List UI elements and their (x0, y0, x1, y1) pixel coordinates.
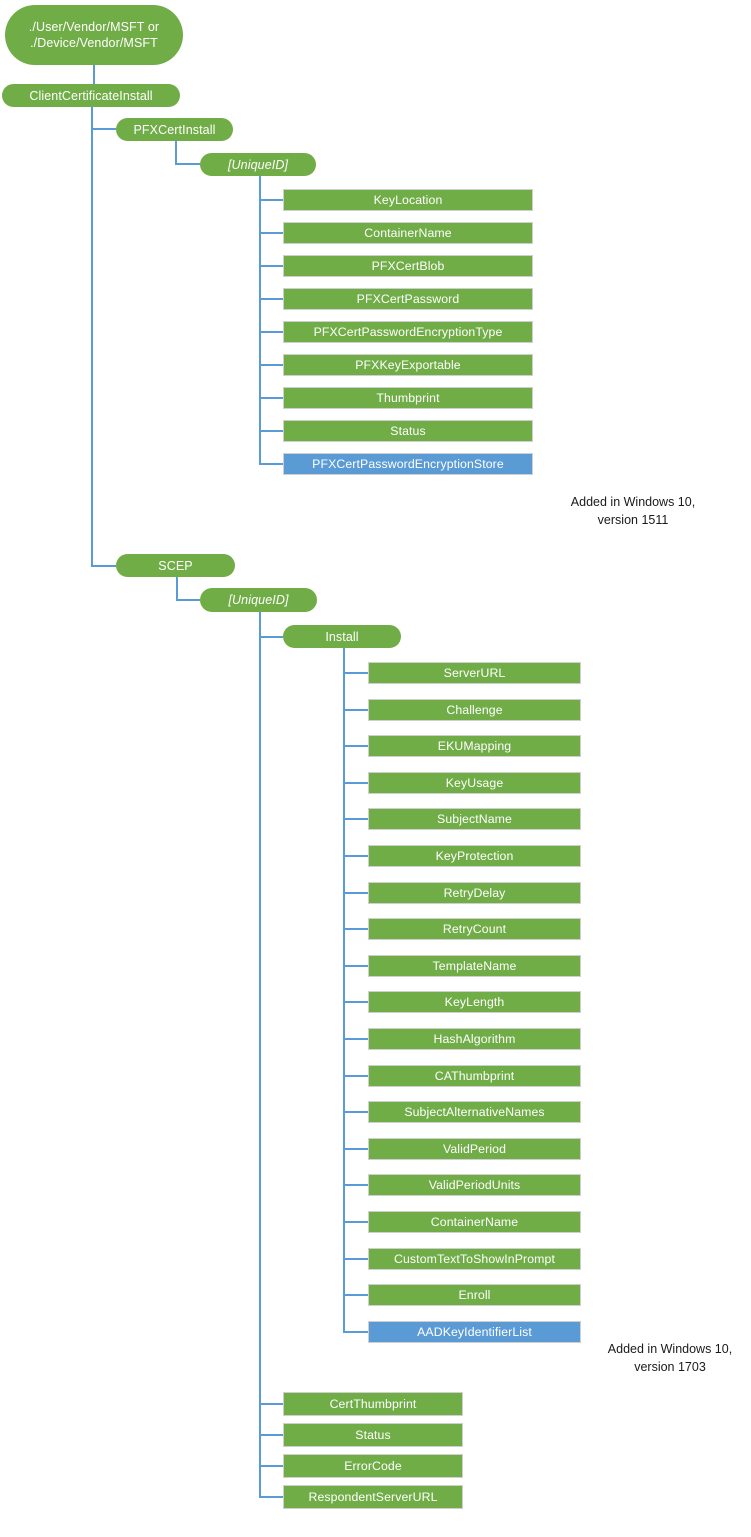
node-install-leaf-5[interactable]: KeyProtection (368, 845, 581, 867)
connector-to-scep (91, 565, 116, 567)
node-install-leaf-3[interactable]: KeyUsage (368, 772, 581, 794)
connector-install-trunk (343, 648, 345, 1332)
node-pfx-leaf-6[interactable]: Thumbprint (283, 387, 533, 409)
node-install-leaf-16[interactable]: CustomTextToShowInPrompt (368, 1248, 581, 1270)
node-scep-leaf-2[interactable]: ErrorCode (283, 1454, 463, 1478)
note-added-windows-1511: Added in Windows 10, version 1511 (570, 495, 696, 527)
node-pfx-leaf-7[interactable]: Status (283, 420, 533, 442)
connector-pfx-leaf-0 (259, 199, 283, 201)
connector-install-leaf-5 (343, 855, 368, 857)
connector-scep-trunk (176, 577, 178, 599)
node-install-leaf-18[interactable]: AADKeyIdentifierList (368, 1321, 581, 1343)
connector-install-leaf-14 (343, 1184, 368, 1186)
connector-install-leaf-0 (343, 672, 368, 674)
node-install-leaf-4[interactable]: SubjectName (368, 808, 581, 830)
node-pfx-leaf-0[interactable]: KeyLocation (283, 189, 533, 211)
connector-to-install (259, 636, 283, 638)
connector-install-leaf-12 (343, 1111, 368, 1113)
node-pfx-leaf-3[interactable]: PFXCertPassword (283, 288, 533, 310)
connector-pfx-leaf-2 (259, 265, 283, 267)
node-pfxcertinstall[interactable]: PFXCertInstall (116, 118, 233, 141)
node-pfx-leaf-1[interactable]: ContainerName (283, 222, 533, 244)
node-pfx-leaf-8[interactable]: PFXCertPasswordEncryptionStore (283, 453, 533, 475)
connector-pfx-leaf-6 (259, 397, 283, 399)
connector-root-to-clientcertificateinstall (93, 65, 95, 84)
node-install-leaf-15[interactable]: ContainerName (368, 1211, 581, 1233)
connector-install-leaf-16 (343, 1258, 368, 1260)
connector-install-leaf-9 (343, 1001, 368, 1003)
node-scep-uniqueid[interactable]: [UniqueID] (200, 588, 317, 612)
node-pfx-uniqueid[interactable]: [UniqueID] (200, 153, 316, 176)
connector-pfx-uniqueid-trunk (259, 176, 261, 464)
connector-pfx-leaf-1 (259, 232, 283, 234)
connector-install-leaf-7 (343, 928, 368, 930)
connector-install-leaf-8 (343, 965, 368, 967)
node-clientcertificateinstall[interactable]: ClientCertificateInstall (2, 84, 180, 107)
node-pfx-leaf-4[interactable]: PFXCertPasswordEncryptionType (283, 321, 533, 343)
connector-to-pfxcertinstall (91, 128, 116, 130)
connector-install-leaf-15 (343, 1221, 368, 1223)
connector-install-leaf-18 (343, 1331, 368, 1333)
node-scep-leaf-3[interactable]: RespondentServerURL (283, 1485, 463, 1509)
node-install-leaf-9[interactable]: KeyLength (368, 991, 581, 1013)
connector-install-leaf-13 (343, 1148, 368, 1150)
connector-install-leaf-17 (343, 1294, 368, 1296)
node-scep-leaf-0[interactable]: CertThumbprint (283, 1392, 463, 1416)
node-install[interactable]: Install (283, 625, 401, 648)
connector-clientcertificateinstall-trunk (91, 107, 93, 566)
connector-scep-leaf-3 (259, 1496, 283, 1498)
connector-scep-leaf-1 (259, 1434, 283, 1436)
node-install-leaf-7[interactable]: RetryCount (368, 918, 581, 940)
node-install-leaf-13[interactable]: ValidPeriod (368, 1138, 581, 1160)
connector-pfx-leaf-5 (259, 364, 283, 366)
connector-scep-leaf-2 (259, 1465, 283, 1467)
connector-install-leaf-1 (343, 709, 368, 711)
connector-to-pfx-uniqueid (175, 163, 200, 165)
node-install-leaf-17[interactable]: Enroll (368, 1284, 581, 1306)
node-install-leaf-2[interactable]: EKUMapping (368, 735, 581, 757)
note-added-windows-1703: Added in Windows 10, version 1703 (607, 1342, 733, 1374)
connector-pfx-leaf-3 (259, 298, 283, 300)
connector-scep-leaf-0 (259, 1403, 283, 1405)
connector-pfxcertinstall-trunk (175, 141, 177, 163)
connector-pfx-leaf-7 (259, 430, 283, 432)
node-pfx-leaf-2[interactable]: PFXCertBlob (283, 255, 533, 277)
node-scep-leaf-1[interactable]: Status (283, 1423, 463, 1447)
connector-to-scep-uniqueid (176, 599, 200, 601)
node-pfx-leaf-5[interactable]: PFXKeyExportable (283, 354, 533, 376)
node-install-leaf-0[interactable]: ServerURL (368, 662, 581, 684)
node-install-leaf-11[interactable]: CAThumbprint (368, 1065, 581, 1087)
connector-install-leaf-6 (343, 892, 368, 894)
node-install-leaf-6[interactable]: RetryDelay (368, 882, 581, 904)
node-install-leaf-14[interactable]: ValidPeriodUnits (368, 1174, 581, 1196)
connector-pfx-leaf-8 (259, 463, 283, 465)
connector-install-leaf-2 (343, 745, 368, 747)
node-install-leaf-8[interactable]: TemplateName (368, 955, 581, 977)
connector-scep-uniqueid-trunk (259, 612, 261, 1497)
connector-install-leaf-10 (343, 1038, 368, 1040)
connector-install-leaf-4 (343, 818, 368, 820)
node-root[interactable]: ./User/Vendor/MSFT or ./Device/Vendor/MS… (5, 5, 183, 65)
node-scep[interactable]: SCEP (116, 554, 235, 577)
node-install-leaf-12[interactable]: SubjectAlternativeNames (368, 1101, 581, 1123)
connector-install-leaf-11 (343, 1075, 368, 1077)
node-install-leaf-10[interactable]: HashAlgorithm (368, 1028, 581, 1050)
connector-pfx-leaf-4 (259, 331, 283, 333)
node-install-leaf-1[interactable]: Challenge (368, 699, 581, 721)
connector-install-leaf-3 (343, 782, 368, 784)
